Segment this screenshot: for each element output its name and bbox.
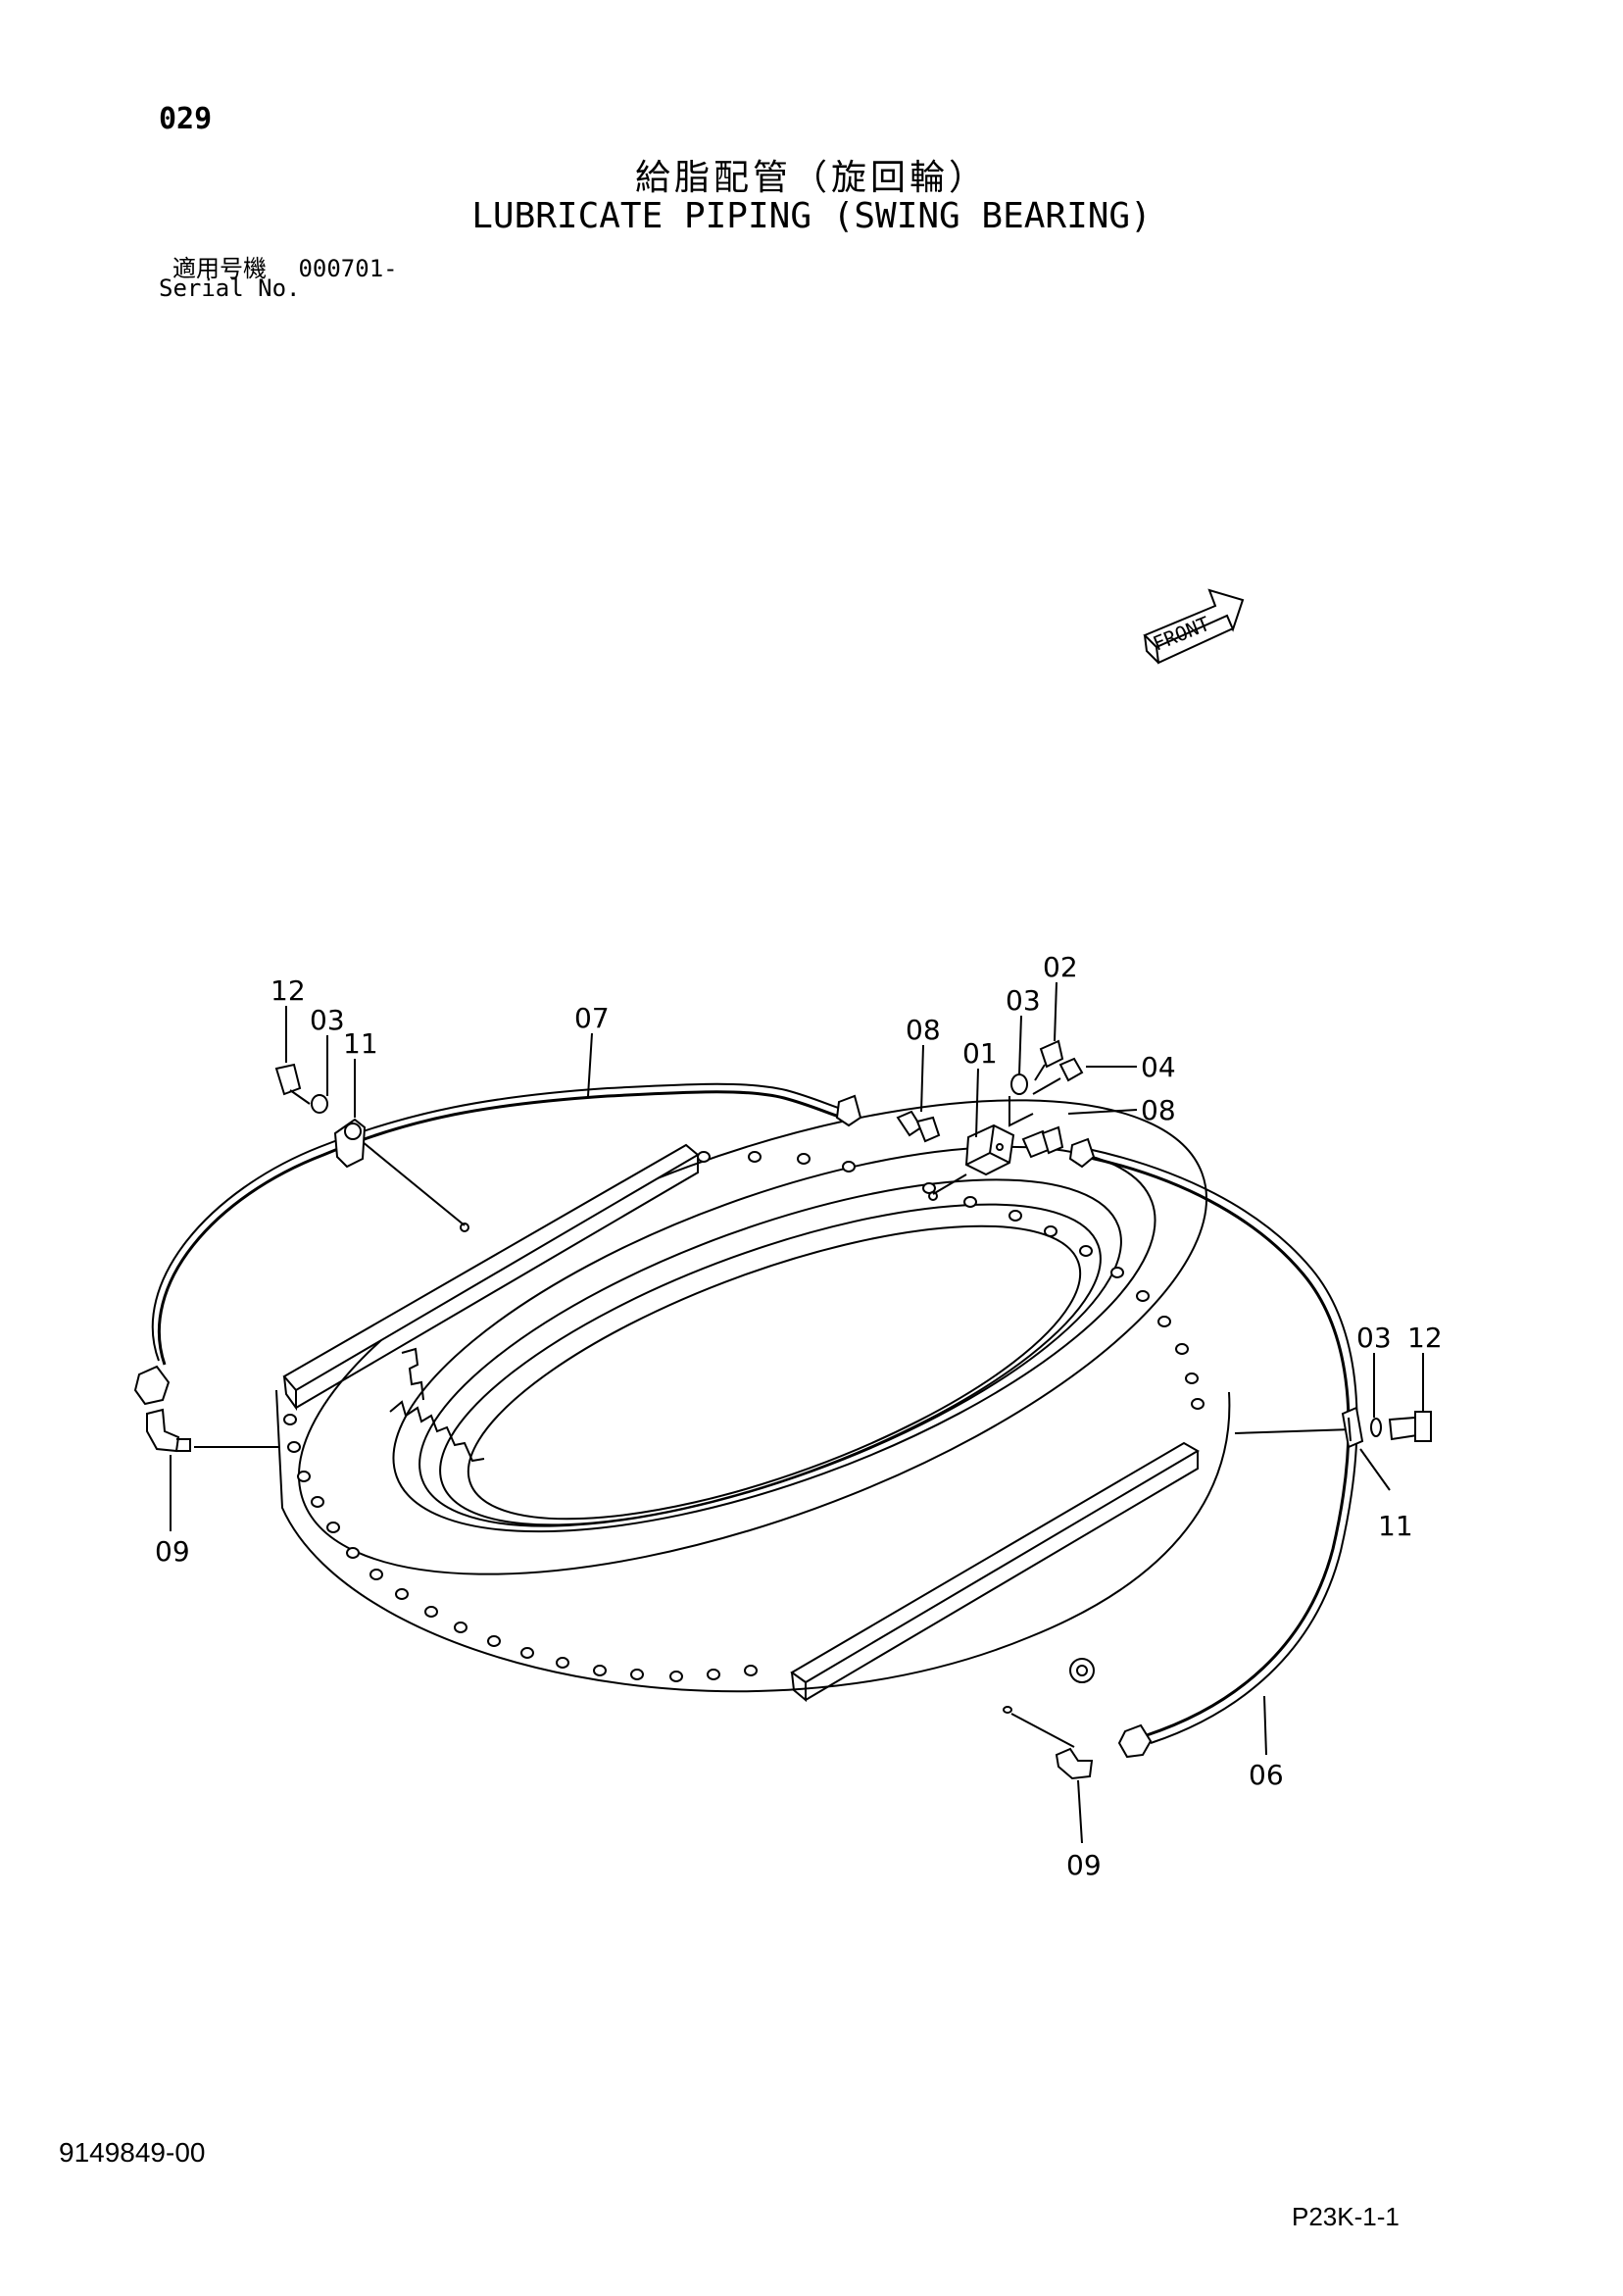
part-label-09-left: 09 xyxy=(155,1535,190,1568)
serial-label-jp: 適用号機 xyxy=(172,255,267,282)
part-label-08-right: 08 xyxy=(1141,1094,1176,1126)
front-arrow-icon: FRONT xyxy=(1143,588,1245,665)
lubricate-pipes xyxy=(151,1082,1358,1748)
bolt-holes xyxy=(283,1151,1205,1682)
serial-row: 適用号機 000701- xyxy=(172,249,398,283)
label-leaders xyxy=(170,981,1424,1844)
part-label-12-left: 12 xyxy=(270,974,306,1007)
part-label-08-top: 08 xyxy=(906,1014,941,1046)
serial-label-en: Serial No. xyxy=(159,275,301,302)
page-code: P23K-1-1 xyxy=(1292,2202,1400,2231)
part-label-12-right: 12 xyxy=(1407,1322,1443,1354)
part-label-01: 01 xyxy=(962,1037,998,1070)
document-number: 9149849-00 xyxy=(59,2137,206,2168)
page-title-en: LUBRICATE PIPING (SWING BEARING) xyxy=(471,196,1152,236)
part-label-02: 02 xyxy=(1043,951,1078,983)
serial-value: 000701- xyxy=(298,255,398,282)
page-number: 029 xyxy=(159,102,213,136)
part-labels: 12 03 11 07 08 01 03 02 04 08 03 12 11 0… xyxy=(155,951,1443,1881)
part-label-11-left: 11 xyxy=(343,1027,378,1060)
part-label-04: 04 xyxy=(1141,1051,1176,1083)
part-label-09-bottom: 09 xyxy=(1066,1849,1102,1881)
part-label-03-left: 03 xyxy=(310,1004,345,1036)
part-label-03-right: 03 xyxy=(1356,1322,1392,1354)
page-title-jp: 給脂配管（旋回輪） xyxy=(634,158,988,198)
front-label: FRONT xyxy=(1150,612,1213,656)
cover-bars xyxy=(282,1143,1200,1703)
part-label-11-right: 11 xyxy=(1378,1510,1413,1542)
swing-bearing xyxy=(275,1099,1231,1714)
part-label-07: 07 xyxy=(574,1002,610,1034)
part-label-03-top: 03 xyxy=(1006,984,1041,1017)
part-label-06: 06 xyxy=(1249,1759,1284,1791)
fittings xyxy=(133,1039,1432,1780)
